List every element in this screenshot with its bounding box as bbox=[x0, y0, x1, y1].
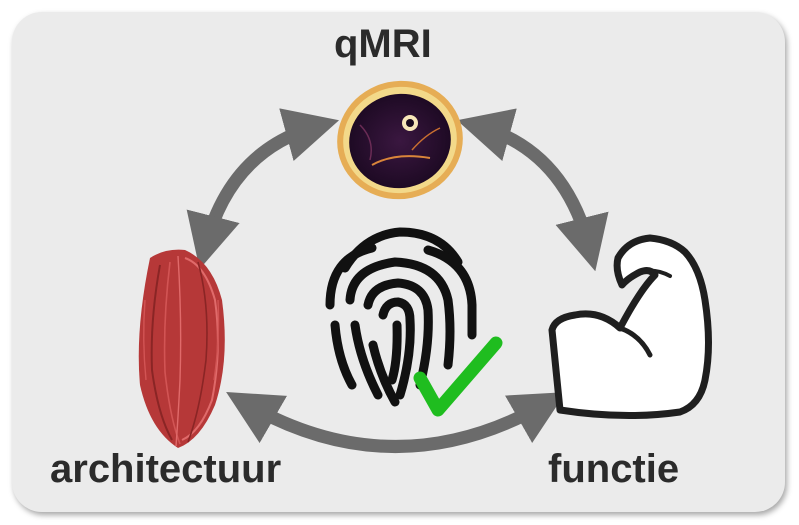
arrow-qmri-functie bbox=[456, 108, 609, 272]
mri-thigh-cross-section-icon bbox=[337, 80, 463, 200]
muscle-fiber-bundle-icon bbox=[138, 249, 225, 448]
flexed-bicep-icon bbox=[548, 234, 712, 420]
fingerprint-icon bbox=[325, 227, 477, 407]
label-architectuur: architectuur bbox=[50, 447, 282, 491]
label-functie: functie bbox=[548, 447, 680, 491]
checkmark-icon bbox=[413, 336, 503, 417]
arrow-qmri-architectuur bbox=[186, 108, 340, 270]
arrow-architectuur-functie bbox=[226, 392, 566, 453]
label-qmri: qMRI bbox=[334, 22, 432, 66]
